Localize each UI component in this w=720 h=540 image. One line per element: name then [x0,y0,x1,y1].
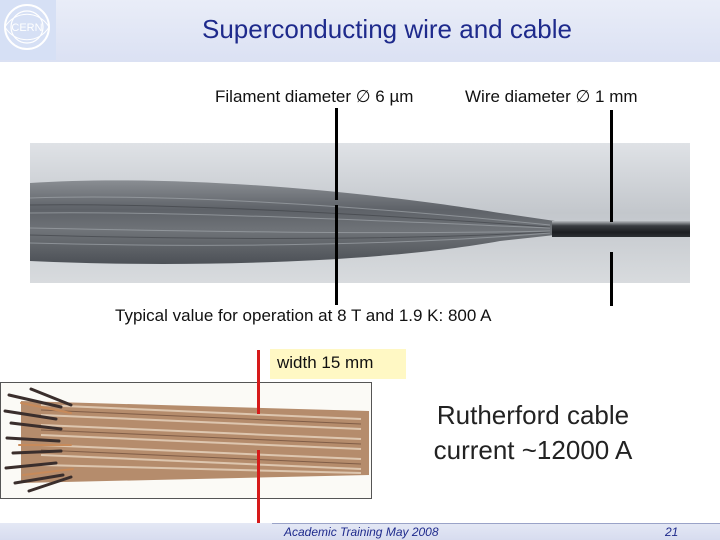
logo-text: CERN [11,22,42,34]
filament-diameter-label: Filament diameter ∅ 6 µm [215,87,414,106]
footer-divider [272,523,720,524]
width-label: width 15 mm [277,353,374,372]
width-marker-line-top [257,350,260,414]
wire-marker-line-top [610,110,613,222]
width-marker-line-bottom [257,450,260,540]
rutherford-line-2: current ~12000 A [433,435,633,465]
footer-band [0,523,720,540]
cern-logo: CERN [0,0,56,60]
wire-marker-line-bottom [610,252,613,306]
width-label-box: width 15 mm [270,349,406,379]
rutherford-cable-photo [0,382,372,499]
filament-marker-line-top [335,108,338,200]
header-band [0,0,720,62]
rutherford-line-1: Rutherford cable [436,400,630,430]
wire-diameter-label: Wire diameter ∅ 1 mm [465,87,638,106]
rutherford-cable-caption: Rutherford cable current ~12000 A [420,398,646,468]
filament-marker-line-bottom [335,205,338,305]
page-number: 21 [665,525,679,539]
wire-photo [29,143,690,283]
footer-text: Academic Training May 2008 [284,525,439,539]
cern-logo-icon: CERN [0,0,56,60]
typical-value-text: Typical value for operation at 8 T and 1… [115,306,492,325]
slide-title: Superconducting wire and cable [201,14,573,44]
